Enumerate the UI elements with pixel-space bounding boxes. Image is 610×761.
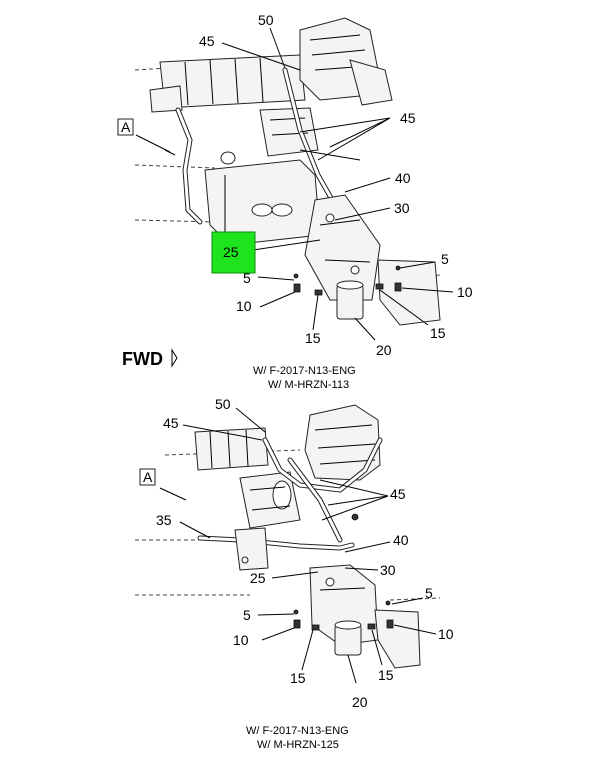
- fwd-indicator: FWD: [122, 348, 178, 369]
- callout-5: 5: [441, 251, 449, 267]
- callout-15: 15: [290, 670, 306, 686]
- callout-30: 30: [394, 200, 410, 216]
- callout-20: 20: [352, 694, 368, 710]
- highlighted-callout-25[interactable]: 25: [211, 231, 256, 274]
- callout-50: 50: [215, 396, 231, 412]
- callout-10: 10: [233, 632, 249, 648]
- bottom-callouts: 50 45 A 45 35 40 25 30 5 5 10 10 15 15 2…: [139, 396, 454, 710]
- callout-25: 25: [223, 244, 239, 260]
- callout-5: 5: [243, 607, 251, 623]
- callout-40: 40: [395, 170, 411, 186]
- top-caption-line2: W/ M-HRZN-113: [268, 379, 349, 391]
- top-caption-line1: W/ F-2017-N13-ENG: [253, 365, 356, 377]
- callout-25: 25: [250, 570, 266, 586]
- callout-15: 15: [305, 330, 321, 346]
- fwd-arrow-icon: [171, 348, 178, 368]
- callout-5: 5: [243, 270, 251, 286]
- callout-35: 35: [156, 512, 172, 528]
- callout-10: 10: [438, 626, 454, 642]
- callout-a: A: [143, 469, 153, 485]
- callout-45: 45: [199, 33, 215, 49]
- top-callouts: 50 45 45 A 40 30 25 5 5 10 10 15 15 20: [117, 12, 473, 358]
- callout-15: 15: [430, 325, 446, 341]
- callout-45: 45: [400, 110, 416, 126]
- bottom-leader-lines: [159, 407, 437, 684]
- callout-10: 10: [236, 298, 252, 314]
- top-leader-lines: [135, 27, 454, 341]
- bottom-caption-line1: W/ F-2017-N13-ENG: [246, 725, 349, 737]
- callout-10: 10: [457, 284, 473, 300]
- fwd-label: FWD: [122, 349, 163, 369]
- callout-a: A: [121, 119, 131, 135]
- callout-15: 15: [378, 667, 394, 683]
- callout-40: 40: [393, 532, 409, 548]
- callout-5: 5: [425, 585, 433, 601]
- callout-45: 45: [163, 415, 179, 431]
- top-engine-view: [134, 17, 441, 326]
- callout-50: 50: [258, 12, 274, 28]
- bottom-engine-view: [135, 404, 441, 669]
- bottom-caption-line2: W/ M-HRZN-125: [257, 739, 339, 751]
- callout-45: 45: [390, 486, 406, 502]
- callout-20: 20: [376, 342, 392, 358]
- callout-30: 30: [380, 562, 396, 578]
